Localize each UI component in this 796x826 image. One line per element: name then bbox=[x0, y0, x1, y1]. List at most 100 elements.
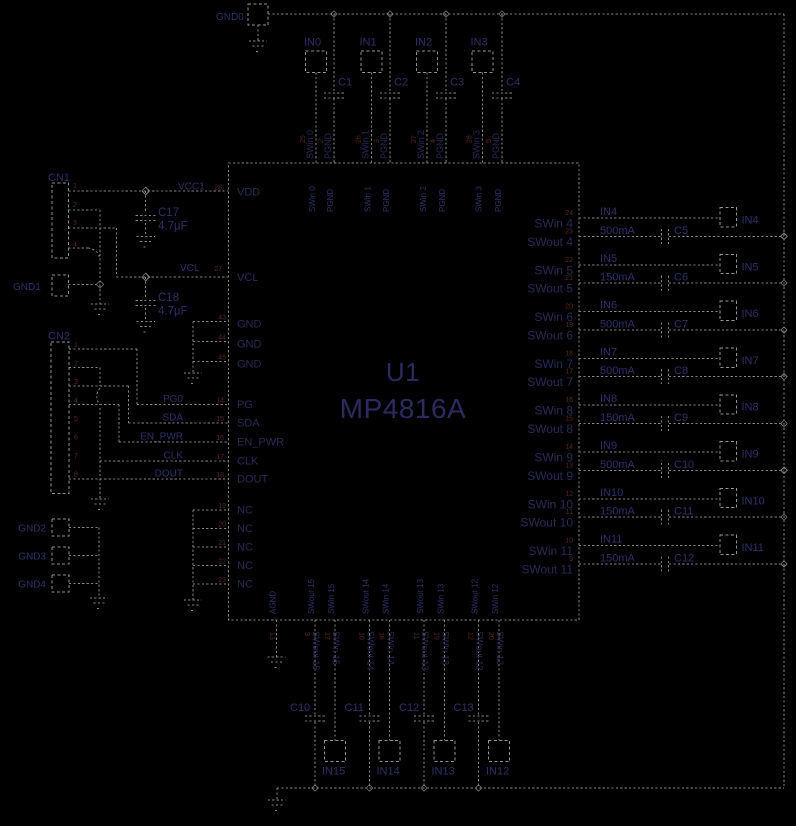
svg-text:9: 9 bbox=[303, 632, 310, 636]
svg-text:20: 20 bbox=[565, 304, 573, 311]
svg-text:21: 21 bbox=[565, 275, 573, 282]
svg-text:EN_PWR: EN_PWR bbox=[237, 437, 284, 449]
svg-text:PG: PG bbox=[237, 399, 253, 411]
svg-text:7: 7 bbox=[74, 453, 78, 460]
svg-text:20: 20 bbox=[218, 522, 226, 529]
svg-text:8: 8 bbox=[74, 472, 78, 479]
svg-text:C12: C12 bbox=[399, 702, 419, 714]
svg-text:1: 1 bbox=[73, 183, 77, 190]
svg-text:IN3: IN3 bbox=[471, 37, 488, 49]
svg-text:SWin 0: SWin 0 bbox=[305, 130, 315, 159]
svg-text:IN10: IN10 bbox=[600, 487, 623, 499]
svg-text:12: 12 bbox=[467, 632, 474, 640]
svg-text:C11: C11 bbox=[674, 506, 693, 518]
svg-text:GND4: GND4 bbox=[18, 580, 46, 591]
svg-text:5: 5 bbox=[486, 139, 493, 143]
svg-text:1: 1 bbox=[74, 342, 78, 349]
svg-text:GND2: GND2 bbox=[18, 524, 46, 535]
svg-text:15: 15 bbox=[565, 416, 573, 423]
svg-text:AGND: AGND bbox=[269, 591, 278, 614]
svg-text:SWin 3: SWin 3 bbox=[472, 130, 482, 159]
svg-text:SWin 14: SWin 14 bbox=[386, 631, 396, 665]
svg-text:43: 43 bbox=[218, 315, 226, 322]
svg-text:C7: C7 bbox=[674, 318, 688, 330]
svg-text:C1: C1 bbox=[338, 77, 352, 89]
svg-text:4: 4 bbox=[73, 242, 77, 249]
svg-text:15: 15 bbox=[216, 416, 224, 423]
svg-text:IN9: IN9 bbox=[600, 440, 617, 452]
svg-text:NC: NC bbox=[237, 505, 253, 517]
svg-text:18: 18 bbox=[216, 472, 224, 479]
svg-text:14: 14 bbox=[216, 398, 224, 405]
svg-text:NC: NC bbox=[237, 542, 253, 554]
svg-text:SWout 6: SWout 6 bbox=[527, 328, 573, 342]
svg-text:C4: C4 bbox=[506, 77, 520, 89]
svg-text:SWout 13: SWout 13 bbox=[416, 578, 425, 614]
svg-text:4: 4 bbox=[74, 398, 78, 405]
svg-text:DOUT: DOUT bbox=[237, 474, 268, 486]
svg-text:SWin 15: SWin 15 bbox=[327, 583, 336, 614]
svg-text:IN11: IN11 bbox=[600, 534, 622, 546]
svg-text:PG0: PG0 bbox=[163, 394, 183, 405]
svg-text:25: 25 bbox=[300, 135, 307, 143]
svg-text:CLK: CLK bbox=[164, 451, 184, 462]
svg-text:SWin 10: SWin 10 bbox=[528, 497, 574, 511]
svg-text:C13: C13 bbox=[454, 702, 474, 714]
svg-text:150mA: 150mA bbox=[600, 506, 636, 518]
svg-text:2: 2 bbox=[73, 202, 77, 209]
svg-text:DOUT: DOUT bbox=[155, 469, 183, 480]
svg-text:C10: C10 bbox=[674, 459, 694, 471]
svg-text:SWout 9: SWout 9 bbox=[527, 469, 573, 483]
svg-text:GND3: GND3 bbox=[18, 552, 46, 563]
svg-text:SWin 9: SWin 9 bbox=[534, 451, 573, 465]
svg-text:SWout 14: SWout 14 bbox=[366, 631, 376, 670]
svg-text:SWout 10: SWout 10 bbox=[521, 516, 574, 530]
svg-text:20: 20 bbox=[487, 632, 494, 640]
svg-text:23: 23 bbox=[565, 228, 573, 235]
svg-text:500mA: 500mA bbox=[600, 318, 636, 330]
svg-text:C3: C3 bbox=[450, 77, 464, 89]
svg-text:150mA: 150mA bbox=[600, 412, 636, 424]
svg-text:11: 11 bbox=[566, 509, 573, 516]
svg-text:NC: NC bbox=[237, 579, 253, 591]
svg-text:10: 10 bbox=[358, 632, 365, 640]
svg-text:19: 19 bbox=[218, 503, 226, 510]
svg-text:IN11: IN11 bbox=[742, 542, 764, 554]
svg-text:IN7: IN7 bbox=[600, 346, 617, 358]
svg-text:IN7: IN7 bbox=[742, 355, 759, 367]
svg-text:SWin 14: SWin 14 bbox=[382, 583, 391, 614]
svg-text:IN8: IN8 bbox=[600, 393, 617, 405]
svg-text:NC: NC bbox=[237, 560, 253, 572]
svg-text:22: 22 bbox=[218, 559, 226, 566]
svg-text:12: 12 bbox=[565, 491, 573, 498]
svg-text:C12: C12 bbox=[674, 552, 694, 564]
svg-text:23: 23 bbox=[218, 577, 226, 584]
svg-text:11: 11 bbox=[412, 632, 419, 639]
svg-text:19: 19 bbox=[565, 322, 573, 329]
svg-text:IN14: IN14 bbox=[377, 766, 400, 778]
svg-text:6: 6 bbox=[74, 435, 78, 442]
svg-text:MP4816A: MP4816A bbox=[340, 393, 466, 424]
svg-text:SWin 15: SWin 15 bbox=[331, 631, 341, 665]
svg-text:IN0: IN0 bbox=[304, 37, 321, 49]
svg-text:SWin 6: SWin 6 bbox=[534, 310, 573, 324]
svg-text:500mA: 500mA bbox=[600, 365, 636, 377]
svg-text:3: 3 bbox=[73, 220, 77, 227]
svg-text:GND: GND bbox=[237, 359, 262, 371]
svg-text:IN9: IN9 bbox=[742, 449, 759, 461]
svg-text:GND1: GND1 bbox=[13, 282, 41, 293]
svg-text:14: 14 bbox=[565, 444, 573, 451]
svg-text:3: 3 bbox=[74, 379, 78, 386]
svg-text:IN5: IN5 bbox=[600, 253, 617, 265]
svg-text:SWin 1: SWin 1 bbox=[364, 186, 373, 212]
svg-text:27: 27 bbox=[411, 135, 418, 143]
svg-text:21: 21 bbox=[218, 540, 226, 547]
svg-text:U1: U1 bbox=[386, 357, 420, 387]
svg-text:SDA: SDA bbox=[162, 413, 183, 424]
svg-text:500mA: 500mA bbox=[600, 225, 636, 237]
svg-text:IN5: IN5 bbox=[742, 261, 759, 273]
svg-text:SWin 4: SWin 4 bbox=[534, 217, 573, 231]
svg-text:4.7µF: 4.7µF bbox=[158, 306, 188, 318]
svg-text:PGND: PGND bbox=[438, 189, 447, 212]
svg-text:45: 45 bbox=[218, 355, 226, 362]
